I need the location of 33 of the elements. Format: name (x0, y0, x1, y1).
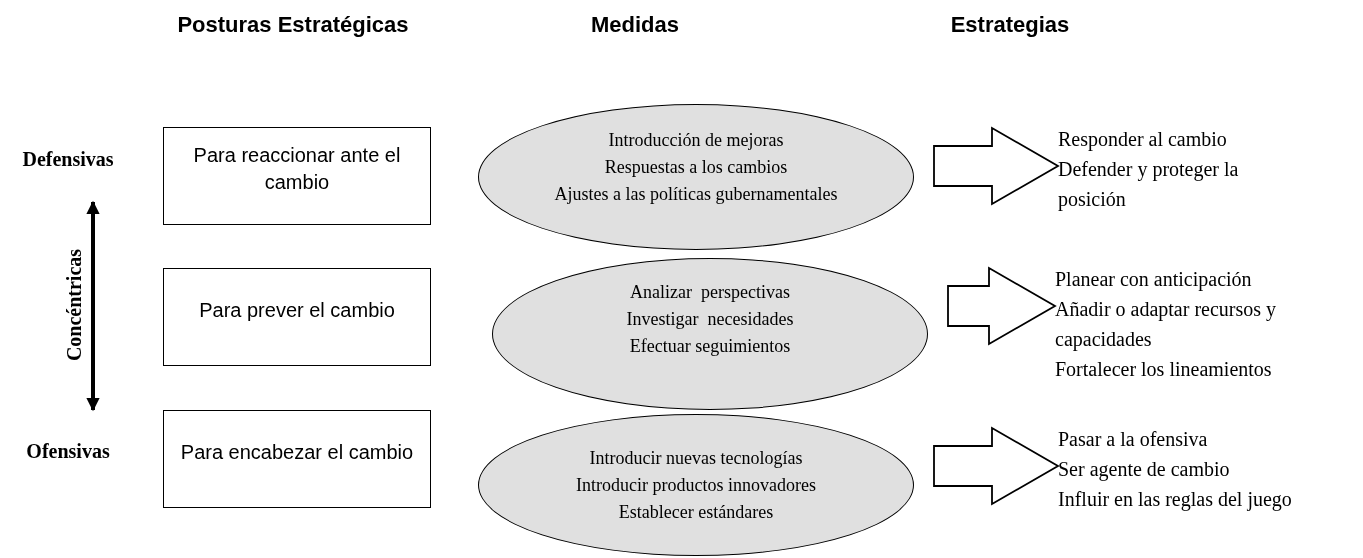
text-line: Investigar necesidades (626, 308, 794, 331)
posture-box (163, 410, 431, 508)
text-line: Establecer estándares (618, 501, 774, 524)
block-arrow (933, 426, 1060, 506)
posture-box (163, 127, 431, 225)
strategy-item: Responder al cambio (1058, 127, 1228, 153)
strategy-item: Fortalecer los lineamientos (1055, 357, 1273, 382)
text-line: Para reaccionar ante el cambio (192, 143, 402, 195)
text-line: Efectuar seguimientos (629, 335, 791, 358)
strategy-item: Defender y proteger la posición (1058, 157, 1240, 213)
text-line: Introducir nuevas tecnologías (589, 447, 803, 470)
strategy-item: Ser agente de cambio (1058, 457, 1231, 483)
column-header: Estrategias (949, 12, 1071, 38)
column-header: Medidas (590, 12, 680, 38)
column-header: Posturas Estratégicas (176, 12, 410, 38)
text-line: Respuestas a los cambios (604, 156, 788, 179)
edge-label: Concéntricas (64, 247, 84, 364)
block-arrow (933, 126, 1060, 206)
strategy-item: Pasar a la ofensiva (1058, 427, 1209, 452)
text-line: Ajustes a las políticas gubernamentales (554, 183, 838, 206)
strategy-item: Planear con anticipación (1055, 267, 1253, 293)
text-line: Para encabezar el cambio (180, 439, 414, 465)
double-arrow (86, 200, 100, 412)
block-arrow (947, 266, 1057, 346)
strategy-item: Influir en las reglas del juego (1058, 487, 1293, 513)
text-line: Introducción de mejoras (608, 129, 784, 152)
text-line: Ofensivas (25, 439, 111, 464)
posture-box (163, 268, 431, 366)
text-line: Para prever el cambio (199, 297, 395, 323)
strategy-item: Añadir o adaptar recursos y capacidades (1055, 297, 1278, 353)
text-line: Analizar perspectivas (630, 281, 790, 304)
text-line: Introducir productos innovadores (576, 474, 816, 497)
text-line: Defensivas (21, 147, 115, 172)
